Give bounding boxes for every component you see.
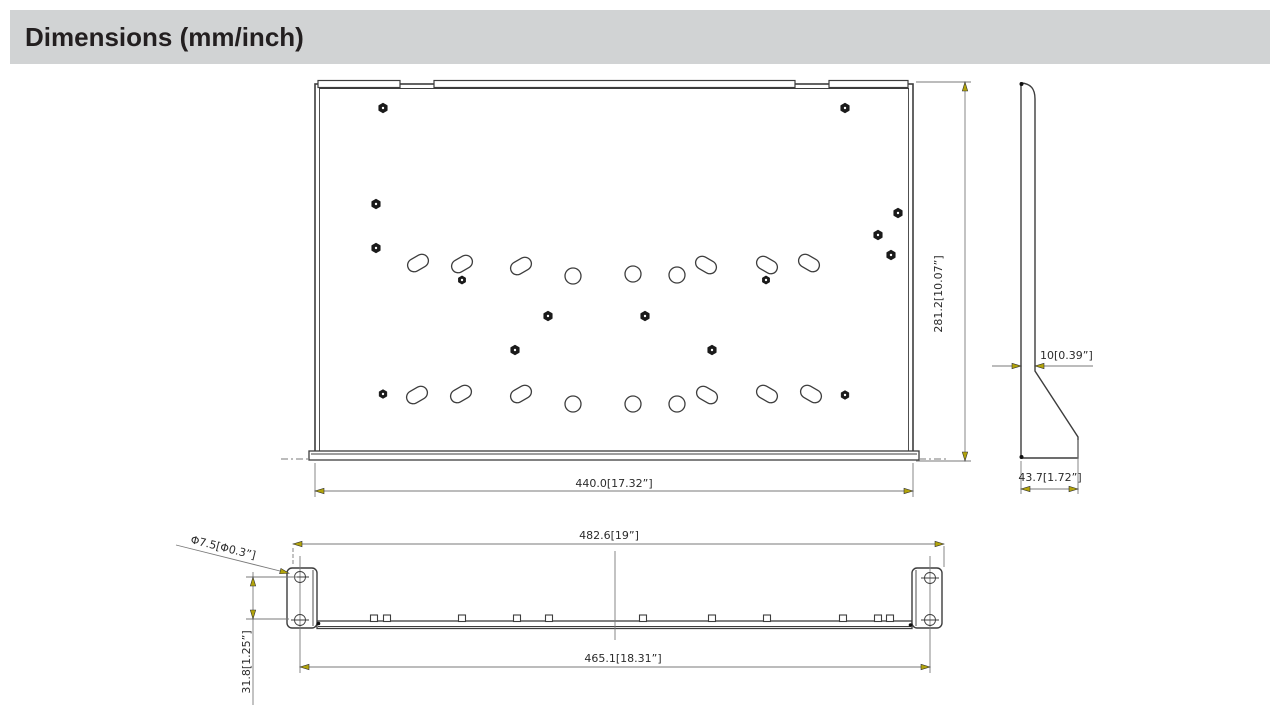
hex-nut-hole: [378, 389, 388, 399]
hex-nut-hole: [873, 229, 883, 241]
top-edge-slot: [317, 79, 401, 89]
front-view-ear-height-dimension: 31.8[1.25”]: [240, 572, 297, 705]
dim-arrow: [299, 663, 310, 671]
bottom-flange: [308, 450, 920, 461]
side-view-base-dimension: 43.7[1.72”]: [1018, 440, 1082, 494]
top-edge-slot: [828, 79, 909, 89]
bar-tab: [369, 614, 379, 623]
front-view-outer-width-dimension: 482.6[19”]: [292, 529, 945, 567]
round-hole: [564, 267, 582, 285]
bar-tab: [762, 614, 772, 623]
hex-nut-hole: [840, 102, 850, 114]
hex-nut-hole: [371, 198, 381, 210]
bar-tab: [638, 614, 648, 623]
hex-nut-hole: [886, 249, 896, 261]
bar-tab: [873, 614, 883, 623]
hex-nut-hole: [840, 390, 850, 400]
bar-tab: [707, 614, 717, 623]
front-view-hole-span-dimension: 465.1[18.31”]: [299, 652, 931, 671]
front-view-hole-span-label: 465.1[18.31”]: [584, 652, 661, 665]
side-view-thickness-label: 10[0.39”]: [1040, 349, 1093, 362]
top-view: [281, 79, 947, 461]
obround-hole: [755, 255, 779, 275]
obround-hole: [755, 384, 779, 404]
top-view-height-dimension: 281.2[10.07”]: [916, 81, 971, 462]
hex-nut-hole: [371, 242, 381, 254]
top-view-width-label: 440.0[17.32”]: [575, 477, 652, 490]
hex-nut-hole: [543, 310, 553, 322]
weld-dot: [908, 623, 913, 627]
tray-plate-outline: [314, 83, 914, 456]
dim-arrow: [903, 487, 914, 495]
front-view: [286, 551, 943, 673]
corner-dot: [1019, 455, 1024, 459]
page-title: Dimensions (mm/inch): [25, 21, 304, 52]
round-hole: [624, 265, 642, 283]
obround-hole: [695, 385, 719, 405]
obround-hole: [450, 254, 474, 274]
top-view-holes: [371, 102, 903, 413]
hex-nut-hole: [458, 275, 466, 285]
bar-tab: [885, 614, 895, 623]
section-header: Dimensions (mm/inch): [10, 10, 1270, 64]
dim-arrow: [934, 540, 945, 548]
corner-dot: [1019, 82, 1024, 86]
hex-nut-hole: [510, 344, 520, 356]
side-view-base-label: 43.7[1.72”]: [1018, 471, 1081, 484]
front-bar: [316, 620, 913, 630]
top-edge-slot: [433, 79, 796, 89]
rack-ear-right: [911, 567, 943, 629]
front-bar-tabs: [369, 614, 895, 623]
rack-ear-left: [286, 567, 318, 629]
dim-arrow: [1034, 362, 1045, 370]
obround-hole: [406, 253, 430, 273]
dim-arrow: [961, 451, 969, 462]
obround-hole: [694, 255, 718, 275]
obround-hole: [799, 384, 823, 404]
side-view-thickness-dimension: 10[0.39”]: [992, 349, 1093, 370]
weld-dot: [316, 621, 321, 626]
obround-hole: [405, 385, 429, 405]
dim-arrow: [1020, 485, 1031, 493]
hex-nut-hole: [640, 310, 650, 322]
round-hole: [668, 395, 686, 413]
top-view-width-dimension: 440.0[17.32”]: [314, 463, 914, 497]
bar-tab: [382, 614, 392, 623]
round-hole: [668, 266, 686, 284]
round-hole: [624, 395, 642, 413]
bar-tab: [838, 614, 848, 623]
obround-hole: [449, 384, 473, 404]
dim-arrow: [292, 540, 303, 548]
obround-hole: [797, 253, 821, 273]
dim-arrow: [314, 487, 325, 495]
dim-arrow: [1068, 485, 1079, 493]
bar-tab: [457, 614, 467, 623]
dim-arrow: [920, 663, 931, 671]
hex-nut-hole: [762, 275, 770, 285]
round-hole: [564, 395, 582, 413]
dim-arrow: [250, 609, 256, 620]
hex-nut-hole: [893, 207, 903, 219]
side-profile-outline: [1020, 82, 1079, 459]
obround-hole: [509, 256, 533, 276]
bar-tab: [512, 614, 522, 623]
front-view-ear-height-label: 31.8[1.25”]: [240, 630, 253, 693]
dim-arrow: [961, 81, 969, 92]
obround-hole: [509, 384, 533, 404]
front-view-hole-diameter-callout: Φ7.5[Φ0.3”]: [175, 533, 290, 577]
front-view-hole-diameter-label: Φ7.5[Φ0.3”]: [189, 533, 257, 562]
dim-arrow: [1011, 362, 1022, 370]
front-view-outer-width-label: 482.6[19”]: [579, 529, 639, 542]
hex-nut-hole: [378, 102, 388, 114]
bar-tab: [544, 614, 554, 623]
top-view-height-label: 281.2[10.07”]: [932, 255, 945, 332]
side-view: [1019, 82, 1079, 459]
dim-arrow: [250, 576, 256, 587]
hex-nut-hole: [707, 344, 717, 356]
